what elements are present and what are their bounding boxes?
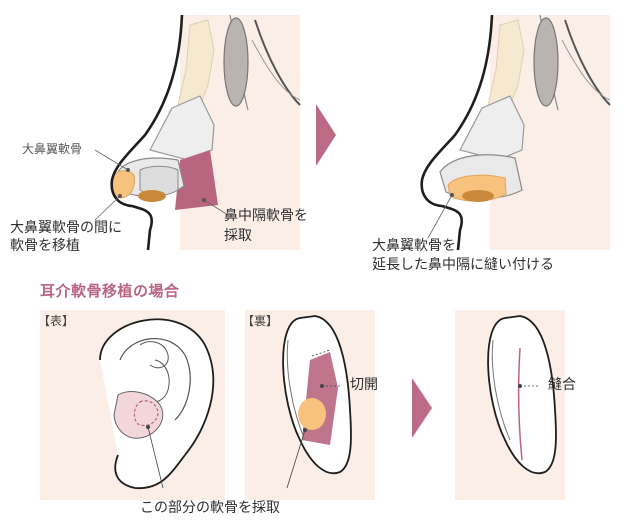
label-graft-line2: 軟骨を移植	[10, 238, 80, 255]
ear-front-illustration	[40, 310, 225, 500]
ear-back-illustration	[245, 310, 375, 500]
label-septum-line2: 採取	[224, 228, 252, 245]
label-suture-nose-line2: 延長した鼻中隔に縫い付ける	[372, 257, 554, 274]
nose-right-illustration	[422, 15, 610, 250]
label-suture-nose-line1: 大鼻翼軟骨を	[372, 238, 456, 255]
ear-section-title: 耳介軟骨移植の場合	[40, 282, 180, 300]
label-suture: 縫合	[548, 377, 576, 394]
ear-sutured-illustration	[455, 310, 565, 500]
arrow-nose	[316, 104, 336, 166]
label-graft-line1: 大鼻翼軟骨の間に	[10, 220, 122, 237]
arrow-ear	[412, 378, 432, 438]
label-incision: 切開	[350, 377, 378, 394]
label-alar-cartilage: 大鼻翼軟骨	[22, 142, 82, 156]
tag-back: 【裏】	[242, 314, 278, 328]
label-harvest: この部分の軟骨を採取	[140, 500, 280, 517]
tag-front: 【表】	[38, 314, 74, 328]
label-septum-line1: 鼻中隔軟骨を	[224, 208, 308, 225]
